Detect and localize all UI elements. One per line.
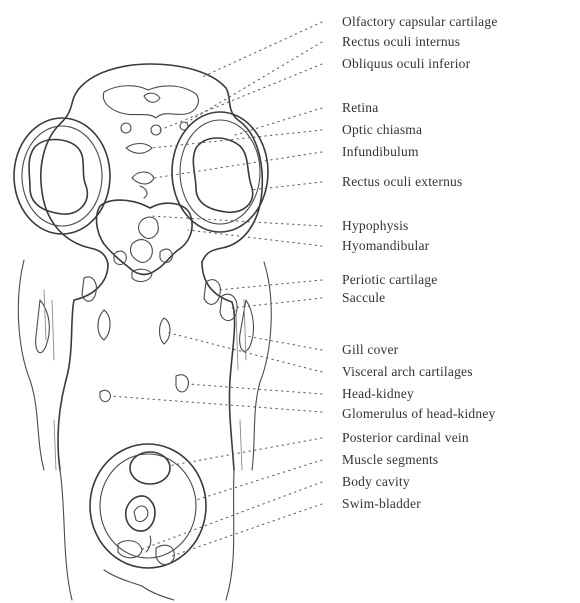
head-kidney xyxy=(176,375,188,392)
gill-cover-left xyxy=(36,300,50,353)
label-glomerulus-of-head-kidney: Glomerulus of head-kidney xyxy=(342,406,496,421)
left-eye xyxy=(14,118,110,234)
hypophysis-mass xyxy=(97,200,193,281)
label-periotic-cartilage: Periotic cartilage xyxy=(342,272,437,287)
leader-lines xyxy=(110,22,322,556)
label-optic-chiasma: Optic chiasma xyxy=(342,122,422,137)
label-muscle-segments: Muscle segments xyxy=(342,452,438,467)
label-gill-cover: Gill cover xyxy=(342,342,399,357)
label-rectus-oculi-externus: Rectus oculi externus xyxy=(342,174,462,189)
label-saccule: Saccule xyxy=(342,290,385,305)
glomerulus xyxy=(100,390,110,401)
labels: Olfactory capsular cartilage Rectus ocul… xyxy=(342,14,498,511)
infundibulum xyxy=(132,172,154,184)
posterior-cardinal-vein xyxy=(130,452,170,484)
right-eye xyxy=(172,112,268,232)
label-head-kidney: Head-kidney xyxy=(342,386,414,401)
head-outline xyxy=(41,64,262,264)
label-rectus-oculi-internus: Rectus oculi internus xyxy=(342,34,460,49)
left-retina xyxy=(29,140,87,215)
bottom-fin xyxy=(104,570,174,600)
snout-notch xyxy=(144,93,160,102)
label-posterior-cardinal-vein: Posterior cardinal vein xyxy=(342,430,469,445)
optic-chiasma xyxy=(126,144,152,154)
infundibulum-hook xyxy=(140,186,147,198)
lower-body-left xyxy=(60,470,72,600)
neck-right xyxy=(202,262,235,470)
label-swim-bladder: Swim-bladder xyxy=(342,496,421,511)
right-retina xyxy=(193,138,252,212)
left-body-wall xyxy=(18,260,44,470)
label-hypophysis: Hypophysis xyxy=(342,218,409,233)
gill-cover-right xyxy=(240,300,254,351)
label-infundibulum: Infundibulum xyxy=(342,144,419,159)
visceral-arch-left xyxy=(98,310,110,340)
notochord-section xyxy=(126,496,155,531)
right-body-wall xyxy=(252,262,271,470)
label-body-cavity: Body cavity xyxy=(342,474,410,489)
label-olfactory-capsular-cartilage: Olfactory capsular cartilage xyxy=(342,14,498,29)
label-hyomandibular: Hyomandibular xyxy=(342,238,430,253)
label-retina: Retina xyxy=(342,100,378,115)
specimen-drawing xyxy=(14,64,271,600)
neck-left xyxy=(58,264,108,470)
visceral-arch-right xyxy=(160,318,171,344)
label-visceral-arch-cartilages: Visceral arch cartilages xyxy=(342,364,473,379)
label-obliquus-oculi-inferior: Obliquus oculi inferior xyxy=(342,56,471,71)
rectus-oculi-internus-node xyxy=(121,123,131,133)
